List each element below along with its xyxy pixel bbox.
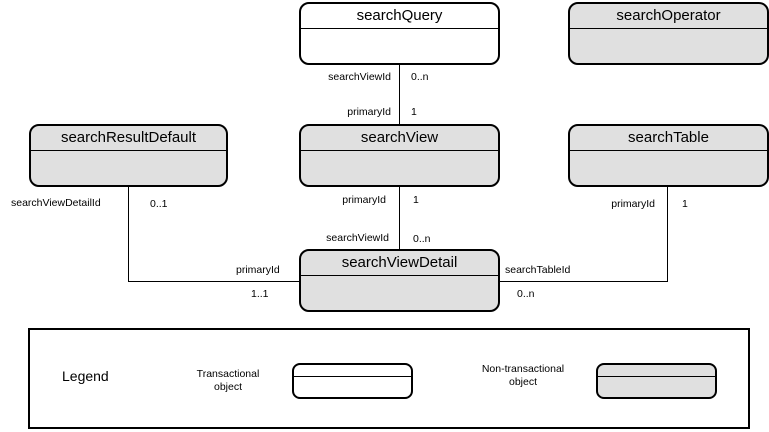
entity-search-result-default-name: searchResultDefault bbox=[31, 126, 226, 151]
connector-result-detail-horizontal bbox=[128, 281, 299, 282]
connector-query-view bbox=[399, 64, 400, 124]
legend-title: Legend bbox=[62, 368, 109, 384]
entity-search-query[interactable]: searchQuery bbox=[299, 2, 500, 65]
label-result-detail-to-card: 1..1 bbox=[251, 288, 269, 300]
label-query-view-to-card: 1 bbox=[411, 106, 417, 118]
entity-search-operator[interactable]: searchOperator bbox=[568, 2, 769, 65]
connector-table-detail-horizontal bbox=[499, 281, 668, 282]
label-result-detail-from-field: searchViewDetailId bbox=[11, 197, 101, 209]
legend-transactional-line1: Transactional bbox=[196, 368, 260, 380]
legend-transactional-line2: object bbox=[213, 381, 243, 393]
legend-non-transactional-line1: Non-transactional bbox=[481, 363, 565, 375]
label-query-view-from-card: 0..n bbox=[411, 71, 429, 83]
label-query-view-to-field: primaryId bbox=[347, 106, 391, 118]
label-result-detail-to-field: primaryId bbox=[236, 264, 280, 276]
label-result-detail-from-card: 0..1 bbox=[150, 198, 168, 210]
entity-search-view-detail-name: searchViewDetail bbox=[301, 251, 498, 276]
entity-search-table-name: searchTable bbox=[570, 126, 767, 151]
entity-search-operator-name: searchOperator bbox=[570, 4, 767, 29]
entity-search-view[interactable]: searchView bbox=[299, 124, 500, 187]
label-table-detail-to-field: searchTableId bbox=[505, 264, 571, 276]
legend-non-transactional-swatch-bar bbox=[598, 376, 715, 377]
label-view-detail-from-field: primaryId bbox=[342, 194, 386, 206]
connector-table-detail-vertical bbox=[667, 187, 668, 282]
legend-non-transactional-label: Non-transactional object bbox=[466, 363, 580, 389]
legend-transactional-swatch bbox=[292, 363, 413, 399]
label-view-detail-from-card: 1 bbox=[413, 194, 419, 206]
label-table-detail-from-field: primaryId bbox=[611, 198, 655, 210]
entity-search-view-name: searchView bbox=[301, 126, 498, 151]
entity-search-view-detail[interactable]: searchViewDetail bbox=[299, 249, 500, 312]
connector-result-detail-vertical bbox=[128, 187, 129, 282]
label-view-detail-to-field: searchViewId bbox=[326, 232, 389, 244]
legend-non-transactional-line2: object bbox=[508, 376, 538, 388]
entity-search-table[interactable]: searchTable bbox=[568, 124, 769, 187]
entity-search-query-name: searchQuery bbox=[301, 4, 498, 29]
legend-non-transactional-swatch bbox=[596, 363, 717, 399]
legend-transactional-label: Transactional object bbox=[176, 368, 280, 394]
label-table-detail-from-card: 1 bbox=[682, 198, 688, 210]
entity-search-result-default[interactable]: searchResultDefault bbox=[29, 124, 228, 187]
legend-transactional-swatch-bar bbox=[294, 376, 411, 377]
label-view-detail-to-card: 0..n bbox=[413, 233, 431, 245]
legend-box: Legend Transactional object Non-transact… bbox=[28, 328, 750, 429]
label-query-view-from-field: searchViewId bbox=[328, 71, 391, 83]
connector-view-detail bbox=[399, 187, 400, 249]
label-table-detail-to-card: 0..n bbox=[517, 288, 535, 300]
